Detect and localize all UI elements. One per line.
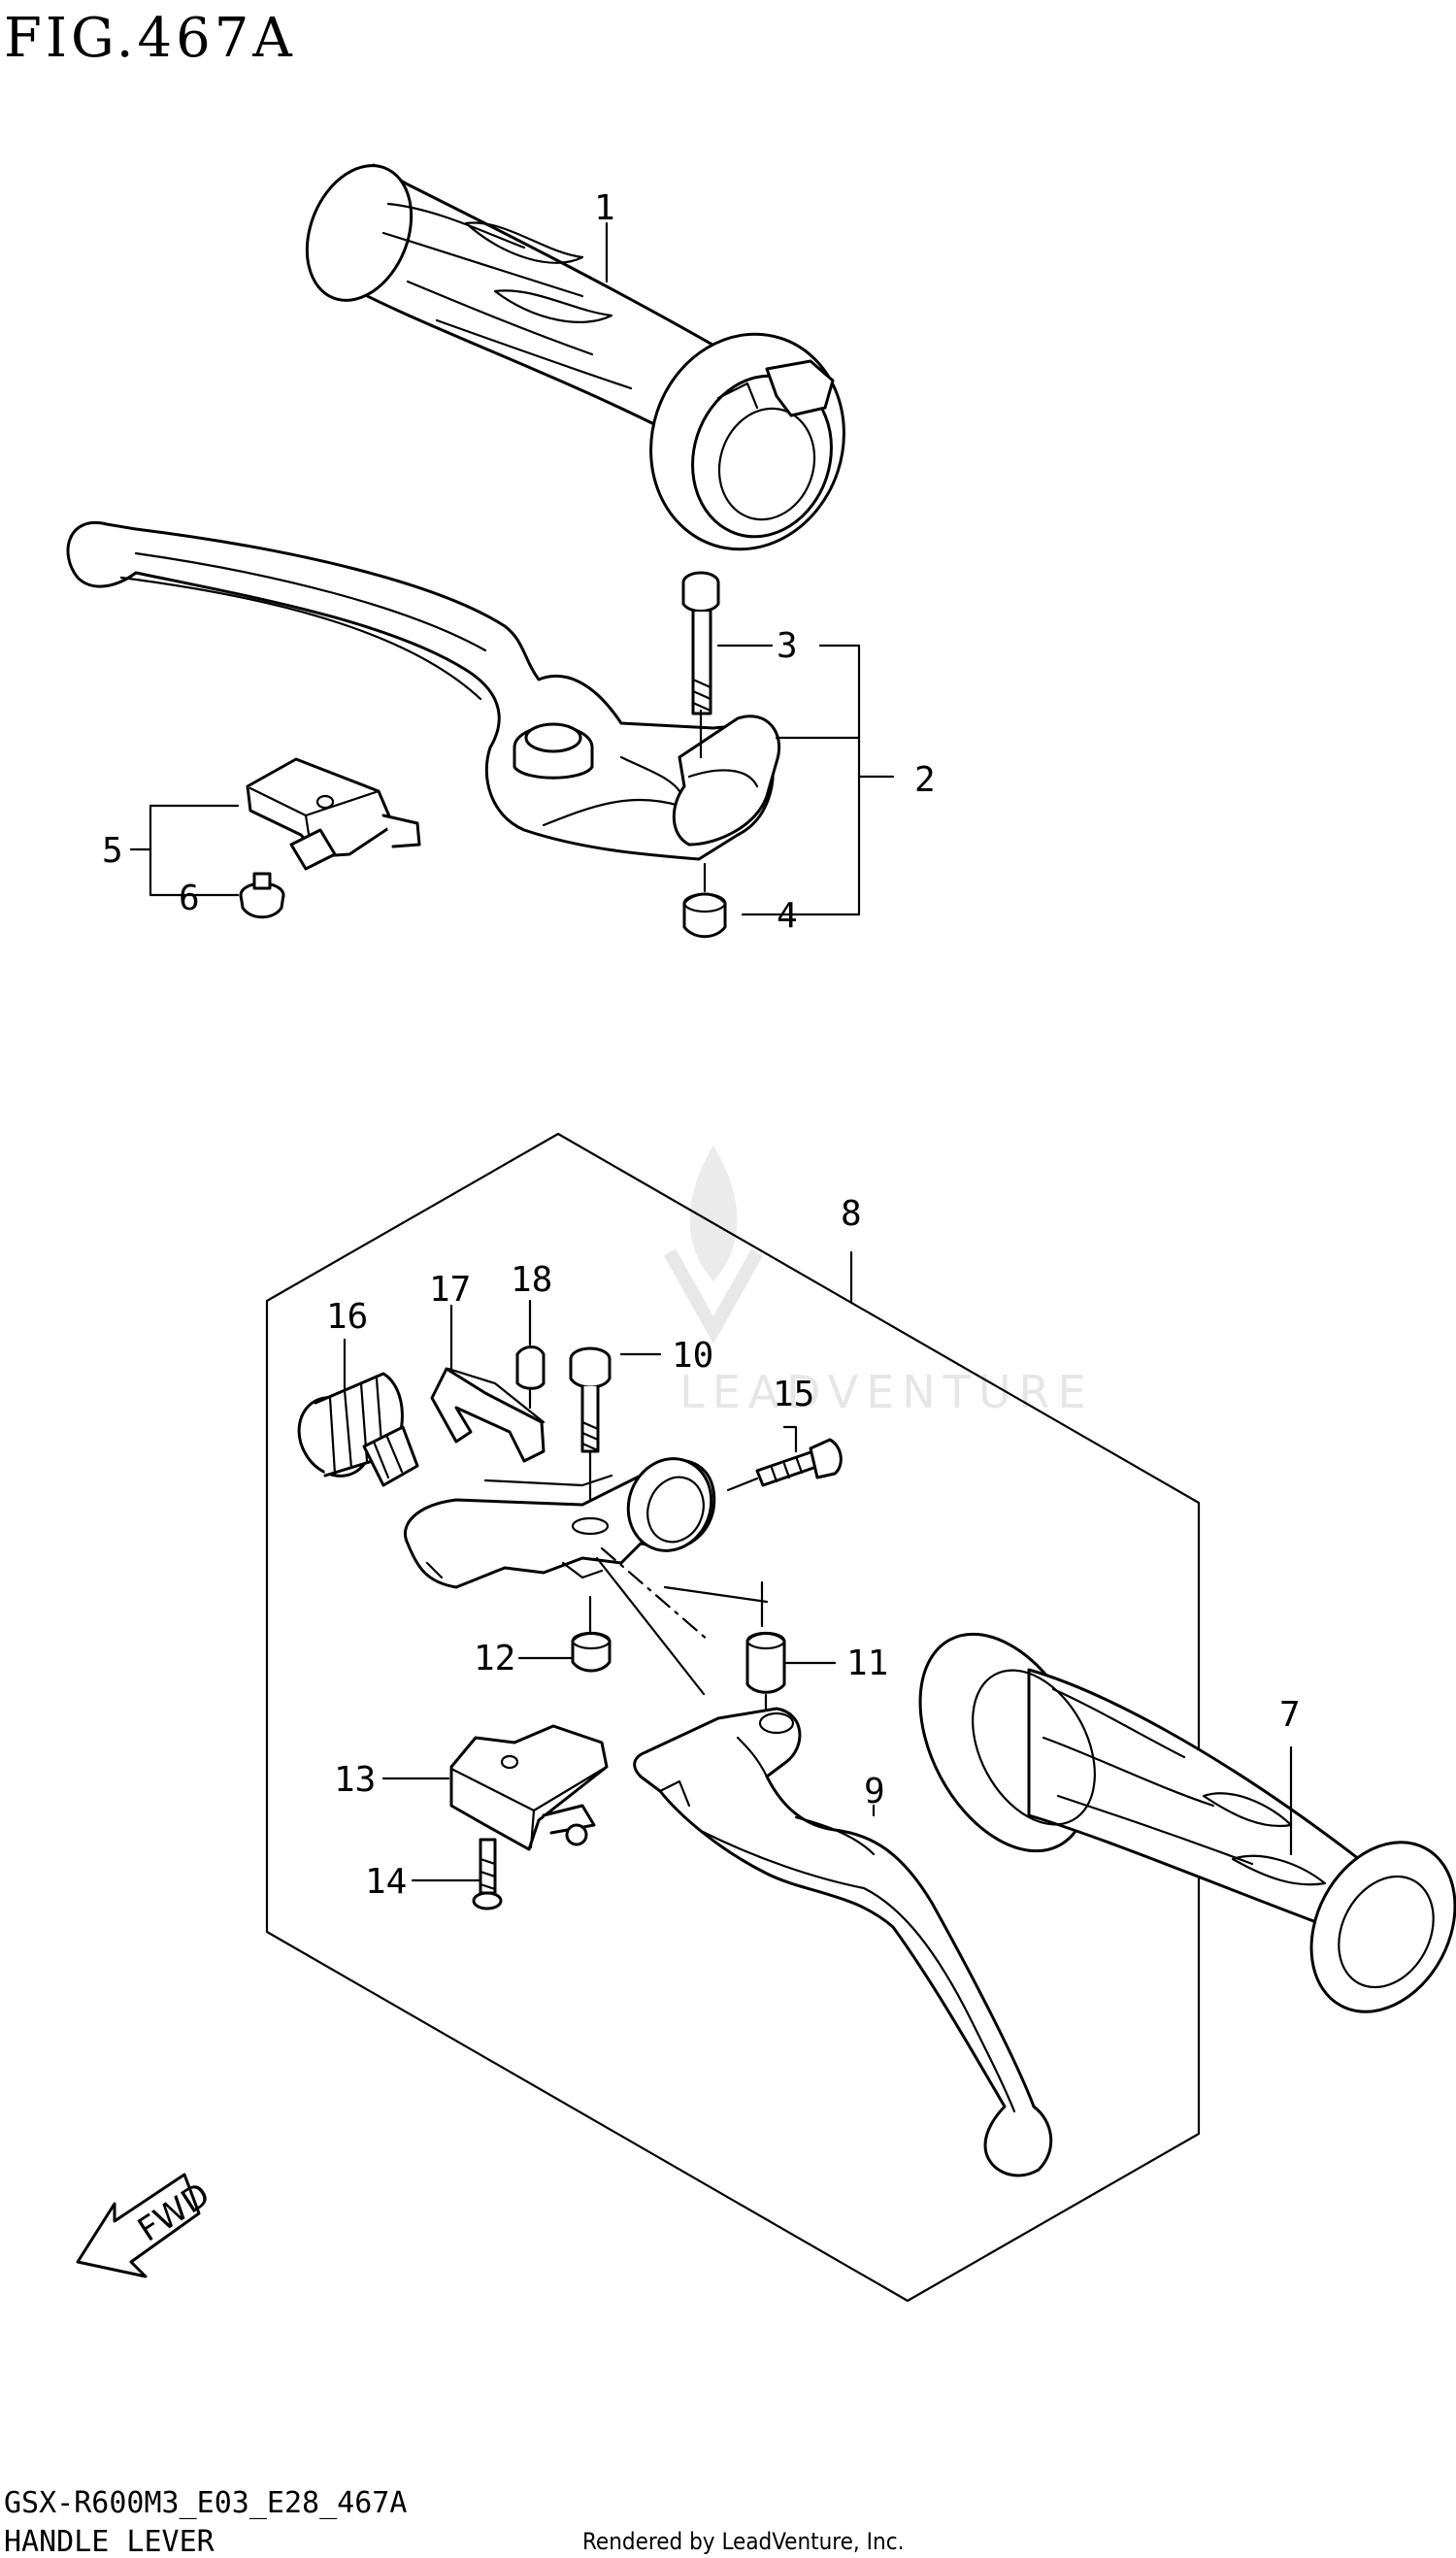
part-5-brake-switch — [246, 757, 421, 871]
callout-6: 6 — [179, 879, 200, 918]
figure-name: HANDLE LEVER — [4, 2525, 215, 2558]
callout-leaders-top — [129, 221, 895, 916]
part-4-nut — [682, 862, 727, 939]
part-13-clutch-switch — [449, 1724, 609, 1851]
assembly-guide-lines — [588, 1546, 769, 1696]
watermark-text: LEADVENTURE — [679, 1366, 1094, 1418]
callout-leaders-bottom — [343, 1299, 876, 1882]
part-18-screw — [515, 1345, 546, 1410]
callout-11: 11 — [846, 1644, 888, 1683]
callout-13: 13 — [334, 1760, 376, 1800]
part-3-pivot-bolt — [681, 571, 720, 759]
callout-8: 8 — [841, 1194, 862, 1234]
callout-2: 2 — [914, 760, 936, 800]
callout-14: 14 — [365, 1862, 407, 1902]
part-10-pivot-bolt — [569, 1346, 612, 1516]
rendered-by: Rendered by LeadVenture, Inc. — [582, 2528, 904, 2555]
callout-10: 10 — [672, 1336, 713, 1376]
callout-labels: 1 2 3 4 5 6 7 8 9 10 11 12 13 14 15 16 1… — [102, 188, 1301, 1902]
figure-title: FIG.467A — [4, 7, 296, 70]
figure-code: GSX-R600M3_E03_E28_467A — [4, 2486, 407, 2520]
callout-4: 4 — [777, 896, 798, 936]
lever-holder — [404, 1457, 716, 1589]
part-7-left-grip — [918, 1632, 1456, 2013]
callout-12: 12 — [474, 1639, 515, 1678]
callout-15: 15 — [773, 1375, 814, 1414]
callout-18: 18 — [511, 1260, 552, 1300]
leadventure-watermark: LEADVENTURE — [663, 1146, 1094, 1418]
callout-1: 1 — [594, 188, 615, 228]
part-15-clamp-bolt — [726, 1438, 843, 1492]
part-17-bracket — [430, 1367, 546, 1463]
callout-5: 5 — [102, 831, 123, 871]
part-2-front-brake-lever — [66, 520, 781, 861]
part-6-screw — [239, 872, 285, 919]
part-1-throttle-grip — [305, 163, 845, 551]
callout-3: 3 — [777, 626, 798, 666]
part-12-nut — [571, 1631, 612, 1673]
part-11-collar — [745, 1631, 786, 1720]
part-8-assembly-outline — [265, 1132, 1201, 2303]
callout-7: 7 — [1279, 1695, 1301, 1735]
callout-17: 17 — [429, 1270, 471, 1310]
part-14-screw — [472, 1838, 503, 1910]
callout-16: 16 — [326, 1297, 368, 1337]
fwd-arrow-icon: FWD — [76, 2173, 216, 2278]
part-9-clutch-lever — [633, 1707, 1053, 2177]
part-16-adjuster — [297, 1372, 419, 1487]
callout-9: 9 — [864, 1772, 885, 1811]
